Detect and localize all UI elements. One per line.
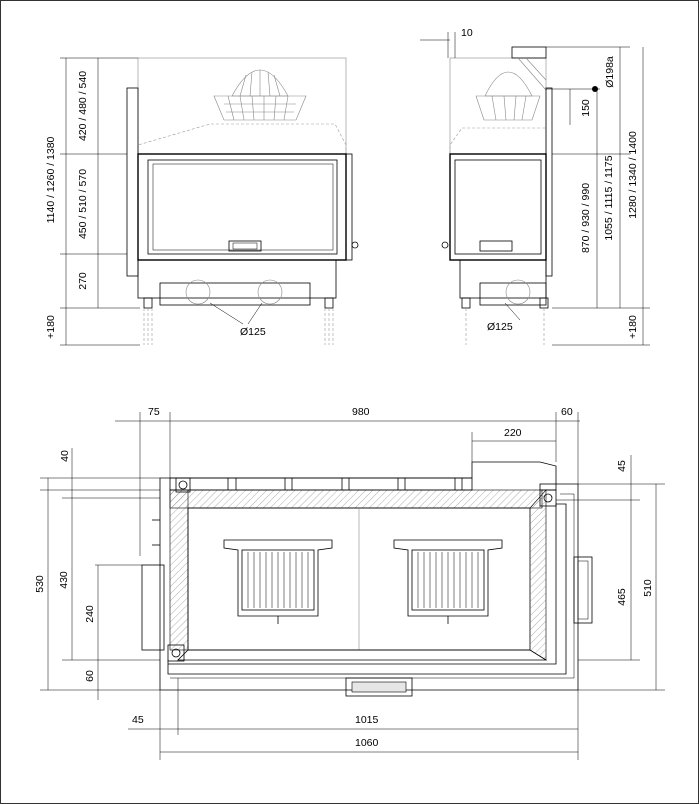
front-dim-total: 1140 / 1260 / 1380	[45, 136, 57, 223]
front-flue-label: Ø125	[240, 326, 266, 338]
side-dim-offset: 10	[461, 27, 473, 39]
plan-view: 75 980 60 220 40 530 430 240 60 45 465 5…	[34, 406, 665, 760]
front-view: Ø125 1140 / 1260 / 1380 420 / 480 / 540 …	[45, 57, 359, 346]
plan-side-handle	[573, 556, 593, 624]
front-flue-right	[257, 279, 283, 305]
front-hood	[137, 57, 347, 155]
side-dim-flue-dia: Ø198a	[604, 56, 616, 88]
plan-dim-width: 980	[352, 406, 370, 418]
plan-bolts	[167, 477, 557, 662]
front-base	[137, 259, 337, 299]
plan-grate-right	[393, 539, 503, 624]
side-firebox	[449, 153, 547, 261]
plan-dim-right: 60	[561, 406, 573, 418]
side-dim-flue-gap: 150	[580, 99, 592, 117]
front-dim-top: 420 / 480 / 540	[77, 71, 89, 141]
plan-grate-left	[223, 539, 333, 624]
side-handle	[479, 240, 513, 252]
plan-dim-bracket: 220	[504, 427, 522, 439]
plan-dim-overall-width: 1060	[355, 737, 379, 749]
side-flue	[505, 279, 531, 305]
plan-dim-left: 75	[148, 406, 160, 418]
front-glass	[147, 159, 338, 255]
plan-dim-depth-inner: 430	[58, 571, 70, 589]
front-dim-mid: 450 / 510 / 570	[77, 169, 89, 239]
plan-front-handle	[345, 677, 413, 697]
plan-dim-bottom-left: 45	[132, 714, 144, 726]
front-firebox	[137, 153, 347, 261]
side-view: Ø125 10 Ø198a 150 870 / 930 / 990 1055 /…	[420, 27, 650, 346]
front-flue-left	[185, 279, 211, 305]
front-dim-base: 270	[77, 272, 89, 290]
side-dim-mid: 1055 / 1115 / 1175	[603, 155, 615, 240]
plan-dim-right-total: 510	[642, 579, 654, 597]
front-handle	[228, 240, 262, 252]
front-dome	[213, 69, 307, 121]
plan-dim-depth-outer: 530	[34, 575, 46, 593]
side-dim-opening: 870 / 930 / 990	[580, 183, 592, 253]
side-flue-label: Ø125	[487, 321, 513, 333]
side-dim-legs: +180	[627, 315, 639, 339]
plan-dim-top-offset: 40	[59, 450, 71, 462]
plan-dim-right-top: 45	[616, 460, 628, 472]
plan-dim-depth-grate: 240	[84, 605, 96, 623]
plan-dim-bottom: 60	[84, 670, 96, 682]
side-dim-total: 1280 / 1340 / 1400	[627, 131, 639, 219]
plan-dim-right-depth: 465	[616, 588, 628, 606]
front-dim-legs: +180	[45, 315, 57, 339]
side-hood	[449, 57, 547, 155]
plan-dim-bottom-width: 1015	[355, 714, 379, 726]
